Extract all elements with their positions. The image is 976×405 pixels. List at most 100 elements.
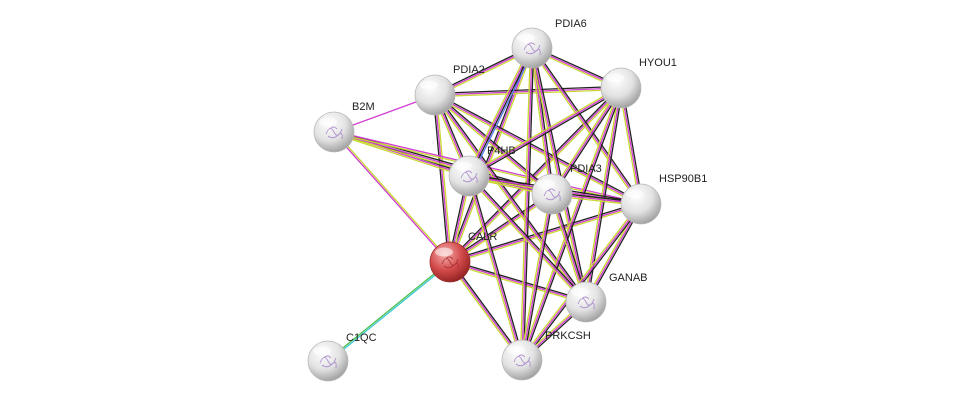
edge-evidence-yellow [519, 47, 532, 361]
edge-evidence-yellow [433, 95, 552, 196]
edge-evidence-yellow [450, 88, 623, 264]
node-hyou1[interactable] [600, 67, 642, 109]
node-p4hb[interactable] [448, 155, 490, 197]
edge-evidence-black [469, 47, 534, 178]
node-highlight [319, 117, 337, 127]
structure-thumbnail [460, 170, 478, 184]
edge-evidence-yellow [466, 175, 522, 362]
node-hsp90b1[interactable] [620, 183, 662, 225]
node-b2m[interactable] [313, 111, 355, 153]
edge-evidence-yellow [433, 95, 586, 304]
node-calr[interactable] [429, 241, 471, 283]
edge-calr-c1qc [326, 260, 452, 363]
node-pdia3[interactable] [531, 173, 573, 215]
edge-evidence-magenta [468, 175, 523, 361]
node-ganab[interactable] [565, 281, 607, 323]
node-highlight [537, 179, 555, 189]
structure-thumbnail [523, 42, 541, 56]
edge-evidence-yellow [530, 48, 641, 206]
edge-calr-ganab [448, 259, 588, 305]
edge-calr-hyou1 [448, 86, 623, 264]
edge-pdia6-prkcsh [519, 47, 535, 361]
edge-evidence-yellow [333, 130, 452, 263]
edge-evidence-black [522, 87, 624, 362]
edge-evidence-yellow [332, 132, 470, 179]
edge-evidence-magenta [449, 47, 533, 263]
edge-evidence-yellow [435, 94, 453, 263]
node-label-ganab: GANAB [609, 272, 648, 284]
edge-pdia2-ganab [433, 93, 588, 304]
edge-evidence-black [448, 192, 552, 262]
edge-evidence-magenta [449, 193, 553, 263]
edge-evidence-yellow [583, 87, 621, 303]
edge-evidence-black [532, 46, 643, 204]
edge-evidence-magenta [449, 87, 622, 263]
edge-pdia2-pdia3 [433, 93, 554, 196]
edge-evidence-black [448, 86, 621, 262]
structure-thumbnail [513, 354, 531, 368]
node-label-hyou1: HYOU1 [639, 57, 677, 69]
edge-evidence-magenta [521, 87, 622, 361]
edge-evidence-magenta [521, 47, 533, 361]
edge-evidence-magenta [521, 193, 553, 361]
edge-hyou1-p4hb [467, 85, 623, 179]
node-bubble[interactable] [620, 183, 662, 225]
node-highlight [435, 247, 453, 257]
node-bubble[interactable] [414, 74, 456, 116]
node-highlight [313, 346, 331, 356]
node-label-hsp90b1: HSP90B1 [659, 173, 707, 185]
node-label-c1qc: C1QC [346, 332, 377, 344]
node-label-prkcsh: PRKCSH [545, 330, 591, 342]
node-label-b2m: B2M [352, 101, 375, 113]
edge-evidence-black [435, 93, 588, 302]
edge-hyou1-pdia3 [550, 86, 623, 196]
node-highlight [626, 189, 644, 199]
node-pdia2[interactable] [414, 74, 456, 116]
edge-evidence-yellow [467, 85, 621, 176]
edge-evidence-black [469, 88, 623, 179]
edge-evidence-magenta [467, 46, 532, 177]
edge-evidence-green [326, 260, 451, 362]
node-label-calr: CALR [468, 231, 497, 243]
edge-evidence-yellow [519, 86, 621, 361]
edge-evidence-yellow [519, 193, 552, 361]
edge-evidence-yellow [467, 176, 586, 304]
edge-evidence-black [532, 47, 589, 303]
structure-thumbnail [543, 188, 561, 202]
edge-p4hb-prkcsh [466, 174, 525, 362]
node-highlight [420, 80, 438, 90]
edge-calr-pdia2 [432, 94, 453, 263]
node-layer [307, 27, 662, 382]
edge-p4hb-ganab [467, 174, 588, 304]
node-label-pdia6: PDIA6 [555, 18, 587, 30]
edge-evidence-black [522, 47, 535, 361]
edge-evidence-magenta [449, 261, 587, 303]
structure-thumbnail [577, 296, 595, 310]
label-layer: PDIA6HYOU1PDIA2B2MP4HBPDIA3HSP90B1CALRGA… [346, 18, 707, 344]
edge-evidence-yellow [466, 46, 531, 176]
node-label-pdia3: PDIA3 [570, 163, 602, 175]
structure-thumbnail [325, 126, 343, 140]
edge-pdia3-prkcsh [519, 193, 555, 361]
edge-evidence-yellow [448, 262, 587, 305]
edge-evidence-cyan [327, 261, 452, 363]
edge-evidence-black [435, 93, 554, 194]
edge-evidence-magenta [434, 94, 587, 303]
node-bubble[interactable] [600, 67, 642, 109]
node-label-pdia2: PDIA2 [453, 64, 485, 76]
edge-evidence-magenta [468, 87, 622, 177]
edge-evidence-black [469, 174, 588, 302]
edge-evidence-magenta [521, 203, 642, 361]
node-highlight [507, 345, 525, 355]
edge-pdia2-hyou1 [434, 85, 622, 98]
node-pdia6[interactable] [511, 27, 553, 69]
node-c1qc[interactable] [307, 340, 349, 382]
edge-hyou1-prkcsh [519, 86, 624, 362]
edge-evidence-yellow [550, 86, 621, 194]
edge-evidence-magenta [434, 87, 622, 96]
edge-calr-pdia3 [448, 192, 554, 264]
edge-evidence-black [469, 174, 525, 361]
node-prkcsh[interactable] [501, 339, 543, 381]
edge-evidence-yellow [450, 194, 554, 264]
edge-evidence-magenta [551, 87, 622, 195]
